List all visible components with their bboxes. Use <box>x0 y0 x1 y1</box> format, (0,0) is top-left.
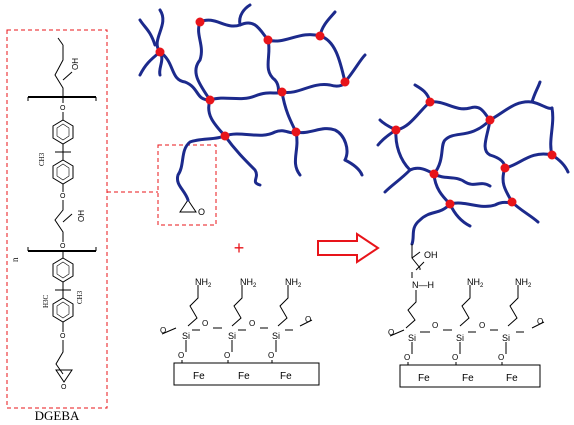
svg-text:OH: OH <box>71 58 80 70</box>
svg-text:O: O <box>388 328 394 337</box>
fe-substrate-product <box>399 364 541 388</box>
svg-text:O: O <box>404 353 410 362</box>
product-fe-label-1: Fe <box>418 373 430 384</box>
nh2-label-1: NH <box>195 277 208 287</box>
dgeba-oh-mid: OH <box>77 210 86 222</box>
crosslink-nodes-right <box>391 97 557 209</box>
svg-text:OH: OH <box>77 210 86 222</box>
product-oh-label: OH <box>424 250 438 260</box>
pendant-epoxide: O <box>179 199 205 217</box>
svg-text:O: O <box>498 353 504 362</box>
product-si-label-3: Si <box>502 333 510 343</box>
dgeba-box <box>6 29 108 409</box>
svg-text:O: O <box>60 193 66 200</box>
epoxy-network-left <box>138 3 367 202</box>
plus-sign: + <box>234 238 245 258</box>
dgeba-ch3-label: CH <box>38 156 46 166</box>
fe-label-2: Fe <box>238 371 250 382</box>
svg-text:O: O <box>479 321 485 330</box>
si-label-1: Si <box>182 331 190 341</box>
svg-text:O: O <box>224 351 230 360</box>
dgeba-repeat-n: n <box>10 257 20 262</box>
svg-text:CH3: CH3 <box>76 290 84 304</box>
svg-text:O: O <box>178 351 184 360</box>
fe-label-1: Fe <box>193 371 205 382</box>
svg-text:NH2: NH2 <box>285 277 302 289</box>
svg-text:n: n <box>10 257 20 262</box>
svg-text:O: O <box>60 333 66 340</box>
svg-text:O: O <box>60 105 66 112</box>
aminosilane-reagent: Fe Fe Fe NH2 NH2 NH2 O O O O <box>160 277 320 386</box>
product-surface: OH N—H NH2 NH2 O O O O Si Si Si O O O Fe… <box>388 244 545 388</box>
svg-text:NH2: NH2 <box>240 277 257 289</box>
svg-text:NH2: NH2 <box>467 277 484 289</box>
fe-substrate-reagent <box>173 362 320 386</box>
svg-text:O: O <box>61 384 67 391</box>
svg-text:O: O <box>60 243 66 250</box>
svg-text:O: O <box>202 319 208 328</box>
si-label-3: Si <box>272 331 280 341</box>
dgeba-oh-top: OH <box>71 58 80 70</box>
svg-text:O: O <box>305 315 311 324</box>
svg-text:O: O <box>198 207 205 217</box>
product-nh2-label-2: NH <box>515 277 528 287</box>
svg-text:O: O <box>160 326 166 335</box>
epoxide-highlight-box <box>157 144 217 226</box>
si-label-2: Si <box>228 331 236 341</box>
svg-text:O: O <box>249 319 255 328</box>
dgeba-structure: OH O CH3 O OH O n <box>6 29 108 423</box>
product-nh2-label-1: NH <box>467 277 480 287</box>
product-fe-label-2: Fe <box>462 373 474 384</box>
crosslink-nodes-left <box>155 17 350 141</box>
svg-text:O: O <box>452 353 458 362</box>
epoxy-network-right <box>376 80 570 246</box>
reaction-arrow <box>317 232 380 264</box>
fe-label-3: Fe <box>280 371 292 382</box>
svg-text:NH2: NH2 <box>195 277 212 289</box>
svg-text:H3C: H3C <box>42 294 50 308</box>
svg-text:O: O <box>432 321 438 330</box>
product-nh-label: N—H <box>412 280 434 290</box>
nh2-label-3: NH <box>285 277 298 287</box>
product-si-label-2: Si <box>456 333 464 343</box>
svg-text:CH3: CH3 <box>38 152 46 166</box>
dgeba-h3c-label: H <box>42 303 50 308</box>
svg-text:NH2: NH2 <box>515 277 532 289</box>
svg-text:O: O <box>268 351 274 360</box>
product-si-label-1: Si <box>408 333 416 343</box>
dgeba-caption: DGEBA <box>35 408 80 423</box>
svg-text:O: O <box>537 317 543 326</box>
product-fe-label-3: Fe <box>506 373 518 384</box>
nh2-label-2: NH <box>240 277 253 287</box>
dgeba-ch3-label-2: CH <box>76 294 84 304</box>
